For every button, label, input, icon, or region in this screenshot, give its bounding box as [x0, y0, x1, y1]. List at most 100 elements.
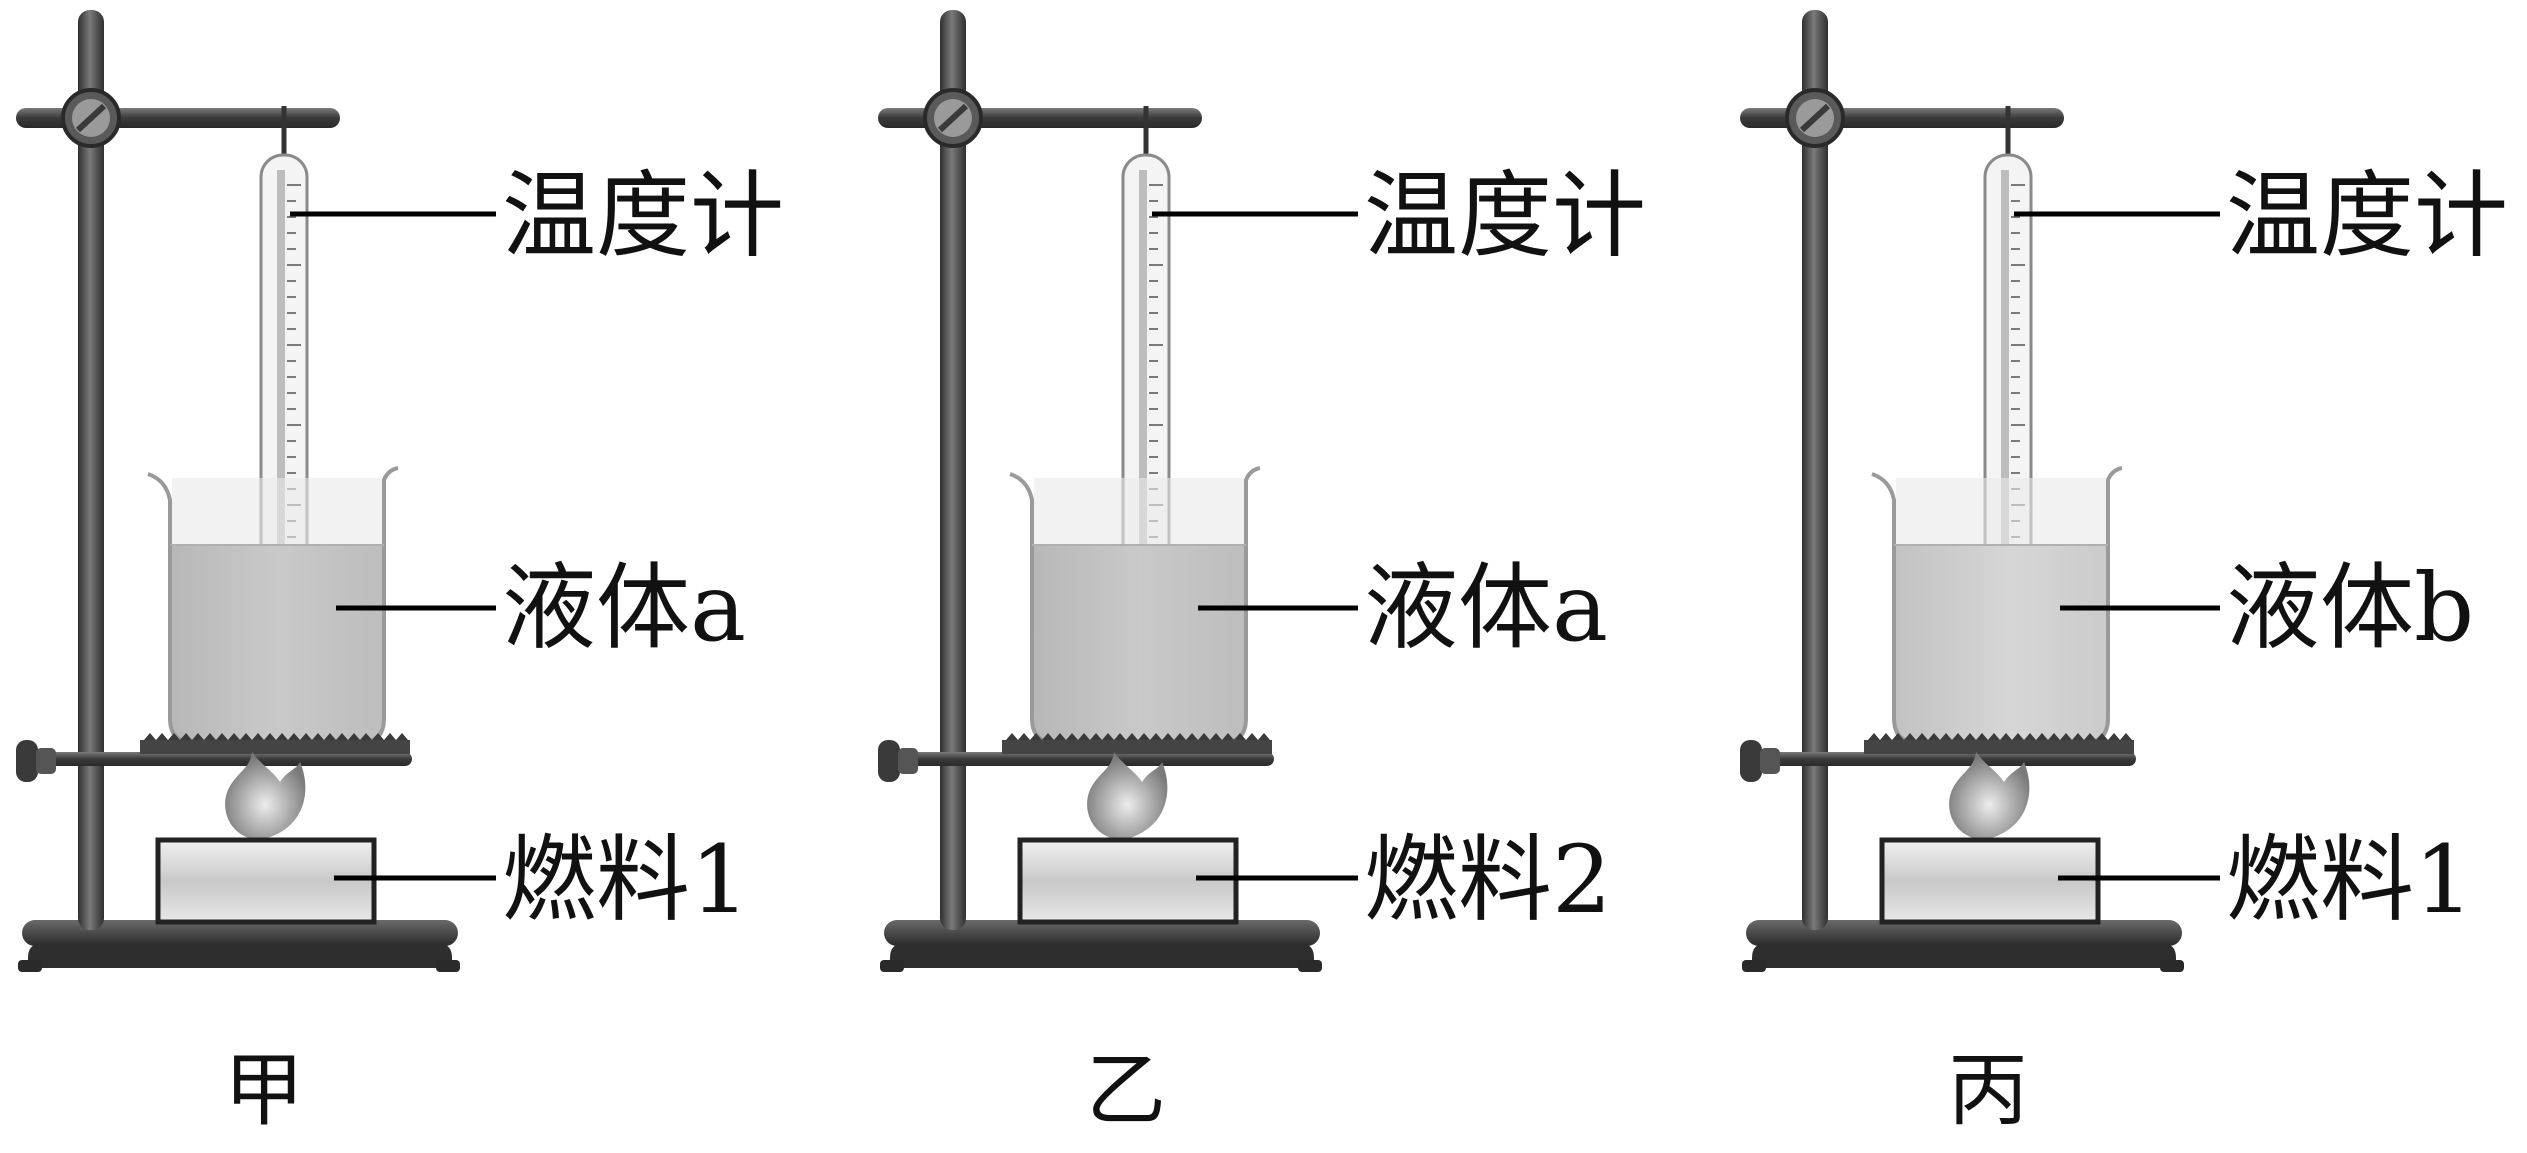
- beaker-icon: [1871, 466, 2123, 744]
- clamp-screw-icon: [61, 88, 121, 148]
- label-thermometer: 温度计: [1364, 162, 1646, 271]
- retort-stand-icon: [18, 920, 460, 972]
- gauze-tooth: [1210, 733, 1222, 740]
- setup-caption: 乙: [1086, 1044, 1166, 1137]
- label-fuel: 燃料2: [1364, 826, 1612, 935]
- gauze-plate: [140, 740, 410, 754]
- stand-foot-left: [18, 960, 42, 972]
- gauze-tooth: [1892, 733, 1904, 740]
- gauze-tooth: [1162, 733, 1174, 740]
- beaker-icon: [1009, 466, 1261, 744]
- gauze-tooth: [2072, 733, 2084, 740]
- gauze-plate: [1002, 740, 1272, 754]
- gauze-tooth: [2036, 733, 2048, 740]
- flame-icon: [1949, 752, 2030, 840]
- stand-base-foot: [28, 944, 452, 968]
- wire-gauze-icon: [1864, 733, 2134, 754]
- wire-gauze-icon: [140, 733, 410, 754]
- beaker-air-gap: [1034, 478, 1244, 544]
- gauze-tooth: [228, 733, 240, 740]
- gauze-tooth: [1258, 733, 1270, 740]
- stand-base-foot: [1752, 944, 2176, 968]
- label-fuel: 燃料1: [2226, 826, 2474, 935]
- clamp-screw-icon: [923, 88, 983, 148]
- gauze-tooth: [1222, 733, 1234, 740]
- stand-rod: [940, 10, 966, 930]
- gauze-tooth: [1138, 733, 1150, 740]
- gauze-tooth: [1090, 733, 1102, 740]
- gauze-tooth: [1904, 733, 1916, 740]
- ring-clamp-screw-icon: [878, 740, 918, 782]
- stand-foot-left: [1742, 960, 1766, 972]
- gauze-tooth: [276, 733, 288, 740]
- label-liquid: 液体b: [2226, 554, 2474, 663]
- beaker-air-gap: [172, 478, 382, 544]
- ring-support-bar: [1764, 752, 2136, 766]
- stand-base-top: [22, 920, 458, 946]
- gauze-tooth: [1186, 733, 1198, 740]
- beaker-icon: [147, 466, 399, 744]
- gauze-tooth: [1174, 733, 1186, 740]
- setup-caption: 丙: [1948, 1044, 2028, 1137]
- fuel-burner-icon: [1017, 837, 1239, 925]
- gauze-tooth: [1988, 733, 2000, 740]
- label-thermometer: 温度计: [502, 162, 784, 271]
- thermometer-capillary: [1139, 170, 1147, 590]
- gauze-tooth: [2096, 733, 2108, 740]
- ring-clamp-knob: [16, 740, 38, 782]
- gauze-tooth: [2012, 733, 2024, 740]
- gauze-tooth: [396, 733, 408, 740]
- gauze-tooth: [2024, 733, 2036, 740]
- gauze-tooth: [1078, 733, 1090, 740]
- gauze-tooth: [1126, 733, 1138, 740]
- clamp-screw-icon: [1785, 88, 1845, 148]
- gauze-tooth: [1976, 733, 1988, 740]
- stand-foot-right: [2160, 960, 2184, 972]
- ring-support-bar: [902, 752, 1274, 766]
- gauze-tooth: [1102, 733, 1114, 740]
- ring-support-bar: [40, 752, 412, 766]
- gauze-tooth: [1066, 733, 1078, 740]
- setup-caption: 甲: [224, 1044, 304, 1137]
- gauze-tooth: [1928, 733, 1940, 740]
- gauze-tooth: [1964, 733, 1976, 740]
- gauze-tooth: [288, 733, 300, 740]
- gauze-tooth: [1916, 733, 1928, 740]
- ring-clamp-boss: [898, 748, 918, 774]
- retort-stand-icon: [880, 920, 1322, 972]
- gauze-tooth: [384, 733, 396, 740]
- gauze-tooth: [204, 733, 216, 740]
- gauze-tooth: [312, 733, 324, 740]
- fuel-burner-icon: [1879, 837, 2101, 925]
- ring-clamp-boss: [1760, 748, 1780, 774]
- gauze-tooth: [156, 733, 168, 740]
- gauze-tooth: [264, 733, 276, 740]
- stand-base-top: [1746, 920, 2182, 946]
- thermometer-capillary: [2001, 170, 2009, 590]
- gauze-tooth: [180, 733, 192, 740]
- label-fuel: 燃料1: [502, 826, 750, 935]
- gauze-tooth: [300, 733, 312, 740]
- gauze-tooth: [360, 733, 372, 740]
- gauze-tooth: [2060, 733, 2072, 740]
- clamp-slot: [75, 103, 107, 133]
- gauze-tooth: [1868, 733, 1880, 740]
- gauze-tooth: [2120, 733, 2132, 740]
- stand-foot-left: [880, 960, 904, 972]
- flame-icon: [1087, 752, 1168, 840]
- ring-clamp-knob: [878, 740, 900, 782]
- ring-clamp-boss: [36, 748, 56, 774]
- stand-foot-right: [436, 960, 460, 972]
- gauze-tooth: [2048, 733, 2060, 740]
- gauze-tooth: [2084, 733, 2096, 740]
- gauze-tooth: [348, 733, 360, 740]
- thermometer-capillary: [277, 170, 285, 590]
- gauze-tooth: [168, 733, 180, 740]
- gauze-tooth: [240, 733, 252, 740]
- label-thermometer: 温度计: [2226, 162, 2508, 271]
- ring-clamp-screw-icon: [16, 740, 56, 782]
- stand-rod: [78, 10, 104, 930]
